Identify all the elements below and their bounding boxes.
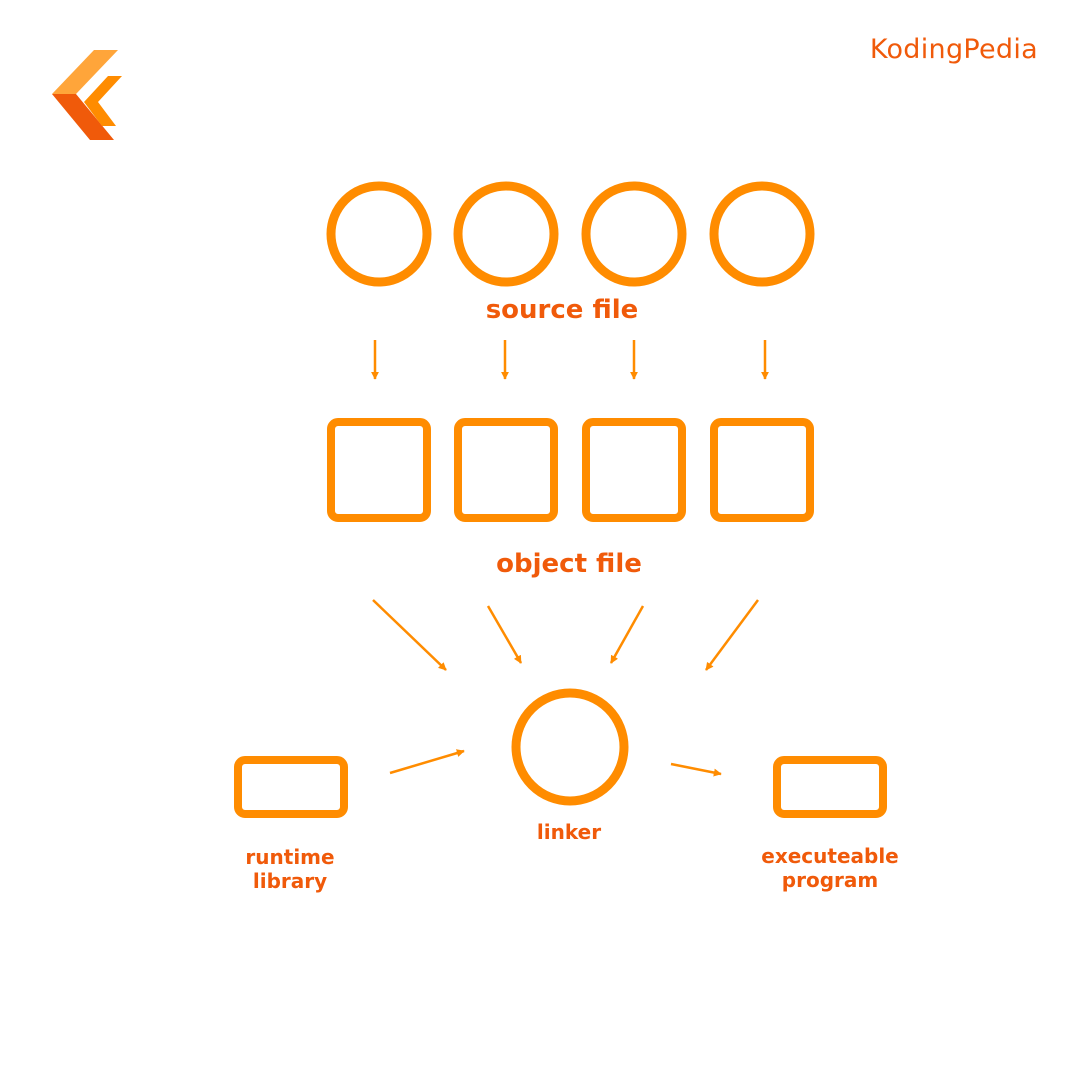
logo-upper-chevron [52, 50, 118, 94]
object-file-label: object file [496, 549, 642, 579]
runtime-library-label: runtime library [245, 845, 334, 893]
source-file-circle-1 [326, 181, 432, 287]
executable-program-label-line1: executeable [761, 844, 899, 868]
object-to-linker-arrow-1 [372, 599, 447, 671]
logo-lower-chevron [52, 94, 114, 140]
kodingpedia-logo-icon [52, 50, 122, 140]
source-file-circle-2 [453, 181, 559, 287]
runtime-library-label-line1: runtime [245, 845, 335, 869]
runtime-to-linker-arrow [389, 749, 465, 775]
source-file-circle-4 [709, 181, 815, 287]
object-file-box-1 [327, 418, 431, 522]
object-file-box-2 [454, 418, 558, 522]
source-file-label: source file [485, 295, 639, 325]
linker-label: linker [536, 820, 602, 844]
linker-to-executable-arrow [670, 762, 722, 777]
executable-program-label-line2: program [781, 868, 879, 892]
brand-name: KodingPedia [869, 34, 1038, 65]
object-to-linker-arrow-4 [704, 599, 760, 671]
source-file-circle-3 [581, 181, 687, 287]
object-file-box-3 [582, 418, 686, 522]
object-to-linker-arrow-3 [609, 605, 645, 664]
linker-circle [511, 688, 629, 806]
runtime-library-box [234, 756, 348, 818]
runtime-library-label-line2: library [252, 869, 328, 893]
executable-program-label: executeable program [761, 844, 898, 892]
object-to-linker-arrow-2 [486, 605, 523, 664]
object-file-box-4 [710, 418, 814, 522]
logo-inner-chevron [84, 76, 122, 126]
executable-program-box [773, 756, 887, 818]
